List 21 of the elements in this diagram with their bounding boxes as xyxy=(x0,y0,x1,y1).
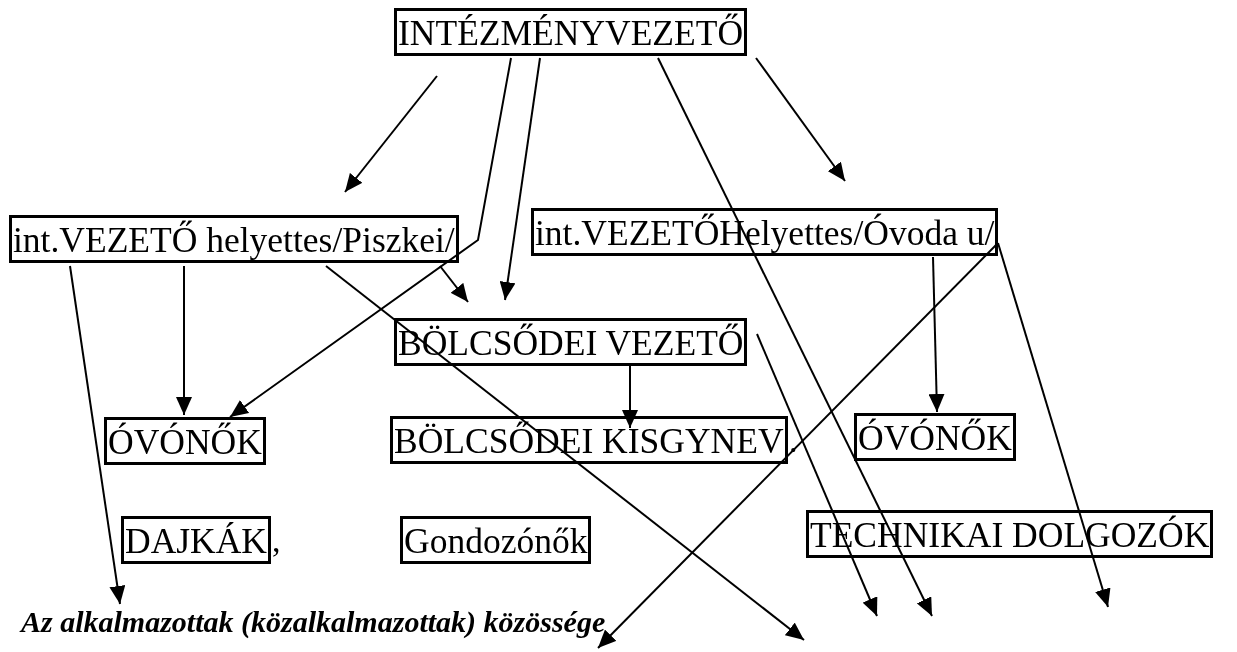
arrow xyxy=(756,333,878,617)
arrow xyxy=(622,364,638,429)
arrow xyxy=(657,57,933,617)
caption-text: Az alkalmazottak (közalkalmazottak) közössége xyxy=(20,602,607,640)
org-box: int.VEZETŐ helyettes/Piszkei/ xyxy=(9,215,459,263)
punctuation-mark: , xyxy=(272,521,281,561)
arrow xyxy=(229,57,512,418)
org-box: DAJKÁK xyxy=(121,516,271,564)
org-box: ÓVÓNŐK xyxy=(854,413,1016,461)
org-box: ÓVÓNŐK xyxy=(104,417,266,465)
arrow xyxy=(325,265,805,641)
arrow xyxy=(997,242,1111,608)
arrow xyxy=(755,57,846,182)
arrow xyxy=(176,265,192,416)
arrow xyxy=(439,265,469,303)
arrow xyxy=(928,256,945,413)
org-box: Gondozónők xyxy=(400,516,592,564)
org-box: INTÉZMÉNYVEZETŐ xyxy=(394,8,748,56)
arrow xyxy=(344,75,438,193)
arrow xyxy=(69,265,126,605)
arrow xyxy=(499,57,541,301)
